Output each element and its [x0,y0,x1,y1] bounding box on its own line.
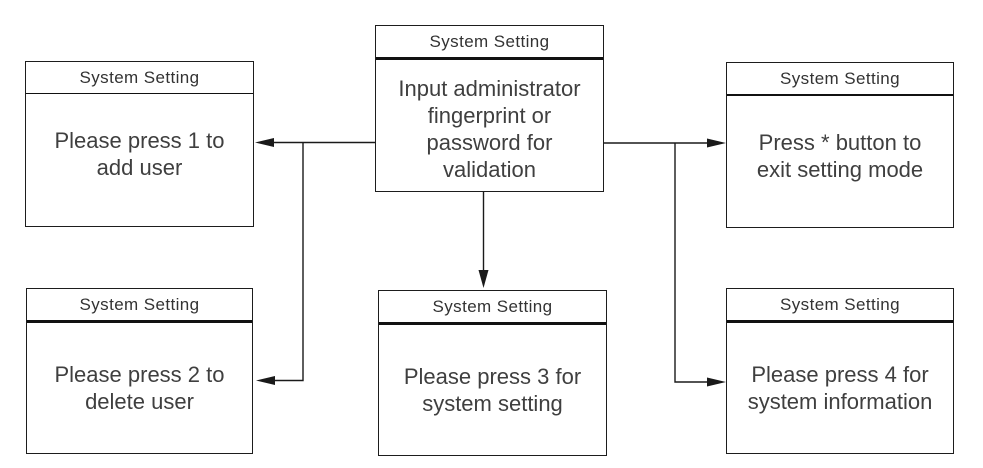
box-validation-header: System Setting [376,26,603,60]
arrow-right-icon [707,138,726,148]
box-exit-setting-mode: System Setting Press * button to exit se… [726,62,954,228]
box-system-setting: System Setting Please press 3 for system… [378,290,607,456]
arrow-down-icon [478,270,489,288]
box-add-user-body: Please press 1 to add user [54,128,225,180]
box-delete-user-header: System Setting [27,289,252,323]
arrow-right-icon [707,377,726,387]
box-exit-setting-mode-header: System Setting [727,63,953,96]
box-validation: System Setting Input administrator finge… [375,25,604,192]
box-delete-user: System Setting Please press 2 to delete … [26,288,253,454]
box-delete-user-body: Please press 2 to delete user [54,362,225,414]
box-system-information: System Setting Please press 4 for system… [726,288,954,454]
box-system-information-body: Please press 4 for system information [747,362,933,414]
arrow-left-icon [255,138,274,147]
connector-to-add-user [255,138,375,147]
box-system-setting-body: Please press 3 for system setting [403,364,582,416]
arrow-left-icon [256,376,275,385]
box-add-user-header: System Setting [26,62,253,94]
box-system-information-header: System Setting [727,289,953,323]
connector-to-exit-setting-mode [604,138,726,148]
box-exit-setting-mode-body: Press * button to exit setting mode [756,129,924,182]
connector-to-delete-user [256,142,304,385]
connector-to-system-information [674,143,726,387]
box-system-setting-header: System Setting [379,291,606,325]
box-add-user: System Setting Please press 1 to add use… [25,61,254,227]
connector-to-system-setting [478,192,489,288]
box-validation-body: Input administrator fingerprint or passw… [398,75,581,182]
